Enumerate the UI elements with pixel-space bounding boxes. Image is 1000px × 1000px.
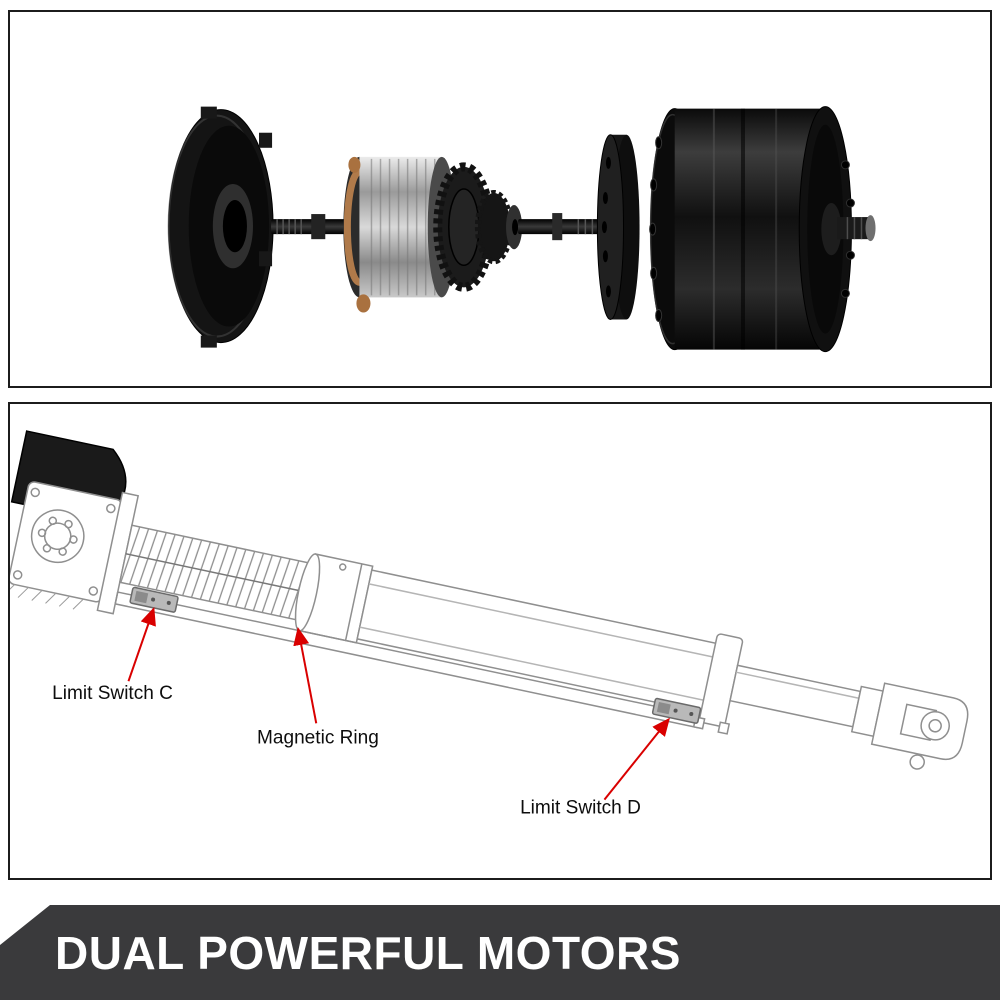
label-limit-switch-c: Limit Switch C (52, 683, 173, 704)
brake-flange-disc (596, 134, 640, 320)
label-magnetic-ring: Magnetic Ring (257, 727, 379, 748)
hub-drum (649, 106, 876, 353)
arrow-limit-switch-d (603, 717, 670, 801)
gearbox-housing (10, 481, 123, 603)
axle-shaft-left (271, 214, 352, 240)
actuator-diagram: Limit Switch C Magnetic Ring Limit Switc… (10, 430, 969, 819)
drive-gear (433, 162, 523, 292)
inner-tube (356, 569, 727, 715)
actuator-diagram-panel: Limit Switch C Magnetic Ring Limit Switc… (8, 402, 992, 880)
banner-corner-accent (0, 905, 50, 945)
axle-stub (837, 217, 870, 240)
banner-title: DUAL POWERFUL MOTORS (55, 926, 681, 979)
magnetic-ring-part (294, 553, 374, 644)
end-cover (167, 106, 274, 348)
copper-winding-detail (356, 294, 371, 313)
limit-switch-c-part (129, 586, 179, 613)
label-limit-switch-d: Limit Switch D (520, 798, 641, 819)
clevis-end (850, 682, 969, 770)
exploded-motor-illustration (167, 106, 876, 353)
section-hatching (10, 584, 84, 610)
exploded-motor-panel (8, 10, 992, 388)
arrow-limit-switch-c (127, 606, 156, 682)
arrow-magnetic-ring (293, 626, 318, 724)
extension-rod (729, 664, 862, 728)
copper-winding-detail (348, 156, 361, 173)
axle-shaft-right (518, 213, 615, 241)
limit-switch-d-part (651, 697, 702, 724)
banner: DUAL POWERFUL MOTORS (0, 905, 1000, 1000)
